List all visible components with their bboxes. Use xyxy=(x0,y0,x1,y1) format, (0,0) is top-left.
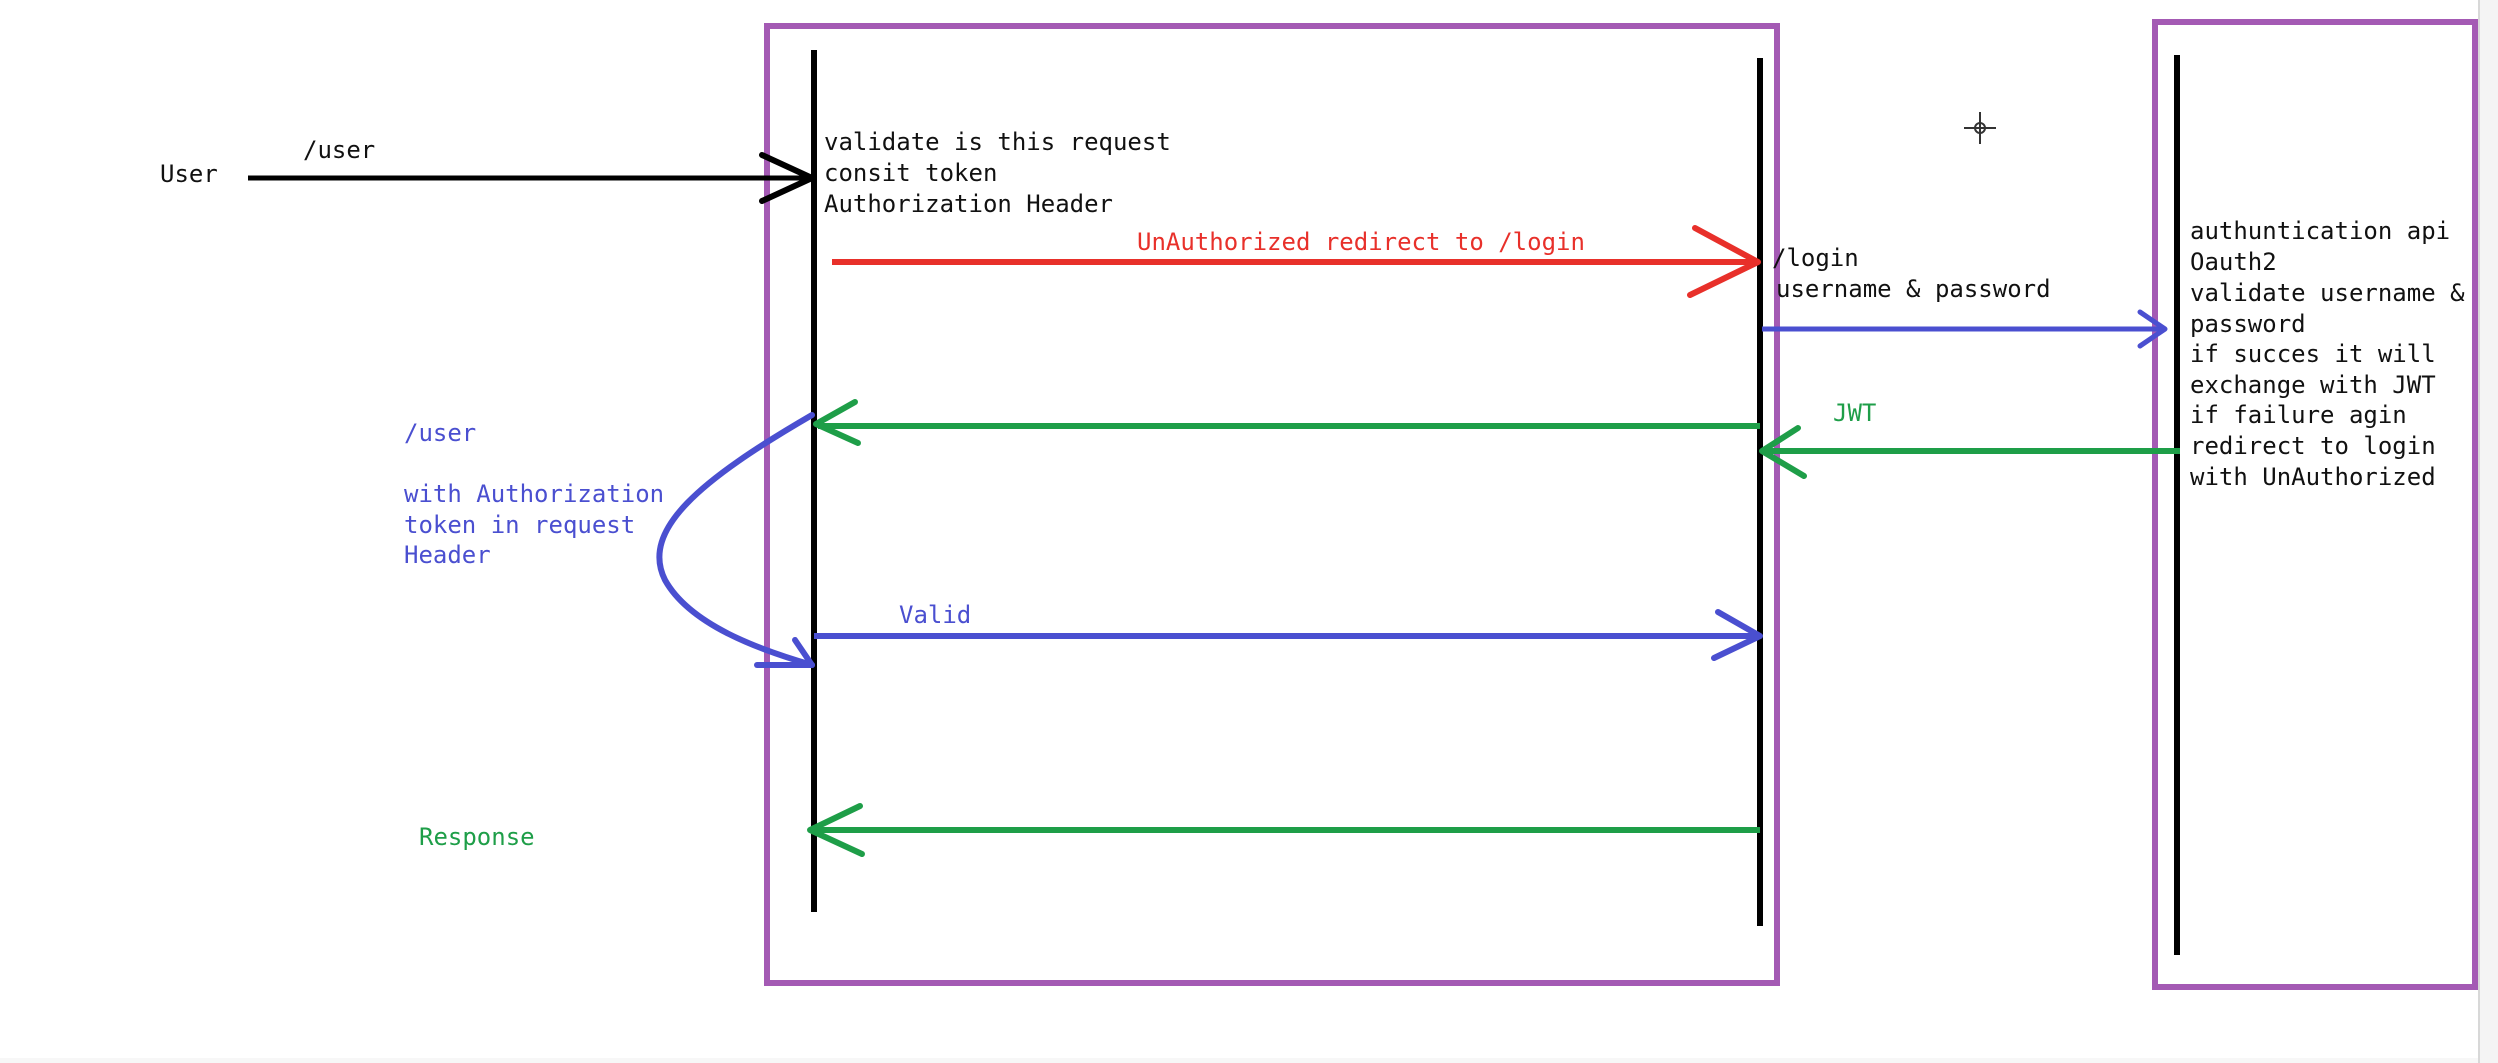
login-line1: /login xyxy=(1772,244,1859,272)
response-label: Response xyxy=(419,823,535,851)
auth-api-line2: Oauth2 xyxy=(2190,248,2277,276)
user-request-arrow xyxy=(248,152,815,204)
login-line2: username & password xyxy=(1776,275,2051,303)
auth-api-line4: password xyxy=(2190,310,2306,338)
response-arrow xyxy=(807,803,1760,857)
vertical-scrollbar[interactable] xyxy=(2478,0,2498,1063)
canvas-bottom-edge xyxy=(0,1058,2478,1063)
auth-api-line7: if failure agin xyxy=(2190,401,2407,429)
gateway-note-line1: validate is this request xyxy=(824,128,1171,156)
retry-with-token-arrow xyxy=(656,412,815,668)
user-request-label: /user xyxy=(303,136,375,164)
jwt-return-arrow xyxy=(1759,425,2180,479)
redirect-to-user-arrow xyxy=(813,399,1760,446)
gateway-note-line3: Authorization Header xyxy=(824,190,1113,218)
gateway-note-line2: consit token xyxy=(824,159,997,187)
valid-label: Valid xyxy=(899,601,971,629)
retry-note-line3: token in request xyxy=(404,511,635,539)
retry-note-line1: /user xyxy=(404,419,476,447)
auth-api-line9: with UnAuthorized xyxy=(2190,463,2436,491)
auth-api-line6: exchange with JWT xyxy=(2190,371,2436,399)
user-label: User xyxy=(160,160,218,188)
unauthorized-redirect-arrow xyxy=(832,225,1761,298)
valid-arrow xyxy=(814,609,1763,661)
unauthorized-redirect-label: UnAuthorized redirect to /login xyxy=(1137,228,1585,256)
cursor-crosshair-icon xyxy=(1964,112,1996,144)
jwt-label: JWT xyxy=(1833,399,1876,427)
retry-note-line4: Header xyxy=(404,541,491,569)
gateway-box xyxy=(764,23,1780,986)
auth-api-line8: redirect to login xyxy=(2190,432,2436,460)
login-to-auth-arrow xyxy=(1762,309,2168,349)
auth-api-line5: if succes it will xyxy=(2190,340,2436,368)
retry-note-line2: with Authorization xyxy=(404,480,664,508)
auth-api-line3: validate username & xyxy=(2190,279,2465,307)
auth-api-line1: authuntication api xyxy=(2190,217,2450,245)
auth-api-box xyxy=(2152,19,2478,990)
